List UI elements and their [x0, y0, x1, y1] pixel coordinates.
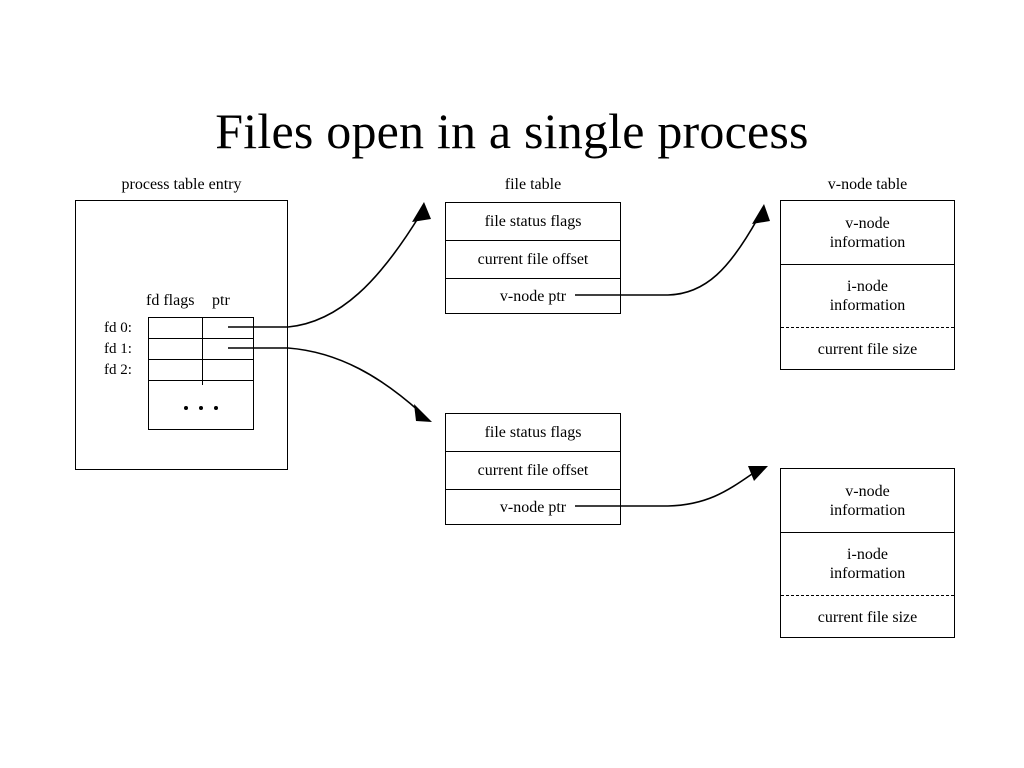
fd-table-row[interactable]: [149, 360, 253, 381]
vnode-table-caption: v-node table: [827, 176, 908, 193]
fd-ptr-header: ptr: [212, 292, 230, 309]
file-table-row-status-flags[interactable]: file status flags: [446, 414, 620, 451]
row-label: current file offset: [477, 250, 589, 268]
file-table-1: file status flags current file offset v-…: [445, 202, 621, 314]
file-table-row-current-offset[interactable]: current file offset: [446, 451, 620, 488]
vnode-row-current-file-size[interactable]: current file size: [781, 595, 954, 639]
fd-row-label-1: fd 1:: [104, 341, 132, 357]
fd-table-row[interactable]: [149, 318, 253, 339]
page-title: Files open in a single process: [215, 103, 809, 159]
row-label: current file size: [817, 341, 918, 358]
ellipsis-dot-icon: [214, 406, 218, 410]
ellipsis-dot-icon: [184, 406, 188, 410]
fd-row-label-2: fd 2:: [104, 362, 132, 378]
vnode-row-current-file-size[interactable]: current file size: [781, 327, 954, 371]
fd-row-label-0: fd 0:: [104, 320, 132, 336]
file-table-row-vnode-ptr[interactable]: v-node ptr: [446, 277, 620, 315]
row-label: current file offset: [477, 461, 589, 479]
fd-table-row[interactable]: [149, 339, 253, 360]
row-label: file status flags: [484, 424, 582, 442]
fd-column-divider: [202, 318, 203, 385]
arrowhead-fd0-to-file-table-1: [412, 202, 431, 222]
arrowhead-fd1-to-file-table-2: [414, 404, 432, 422]
arrowhead-file-table-1-to-vnode-table-1: [752, 204, 770, 224]
arrow-fd0-to-file-table-1: [287, 214, 421, 328]
file-table-2: file status flags current file offset v-…: [445, 413, 621, 525]
arrow-fd1-to-file-table-2: [287, 347, 421, 413]
arrow-file-table-2-to-vnode-table-2: [667, 473, 753, 507]
fd-table: [148, 317, 254, 430]
file-table-row-vnode-ptr[interactable]: v-node ptr: [446, 488, 620, 526]
ellipsis-dot-icon: [199, 406, 203, 410]
process-table-entry-box: [75, 200, 288, 470]
file-table-row-current-offset[interactable]: current file offset: [446, 240, 620, 277]
row-label: file status flags: [484, 213, 582, 231]
file-table-row-status-flags[interactable]: file status flags: [446, 203, 620, 240]
row-label: v-node ptr: [499, 288, 567, 306]
row-label: current file size: [817, 609, 918, 626]
arrow-file-table-1-to-vnode-table-1: [667, 217, 759, 296]
file-table-caption: file table: [504, 176, 562, 193]
fd-table-continuation: [149, 385, 253, 431]
row-label: v-node ptr: [499, 499, 567, 517]
arrowhead-file-table-2-to-vnode-table-2: [748, 466, 768, 481]
process-table-caption: process table entry: [121, 176, 242, 193]
fd-flags-header: fd flags: [146, 292, 195, 309]
